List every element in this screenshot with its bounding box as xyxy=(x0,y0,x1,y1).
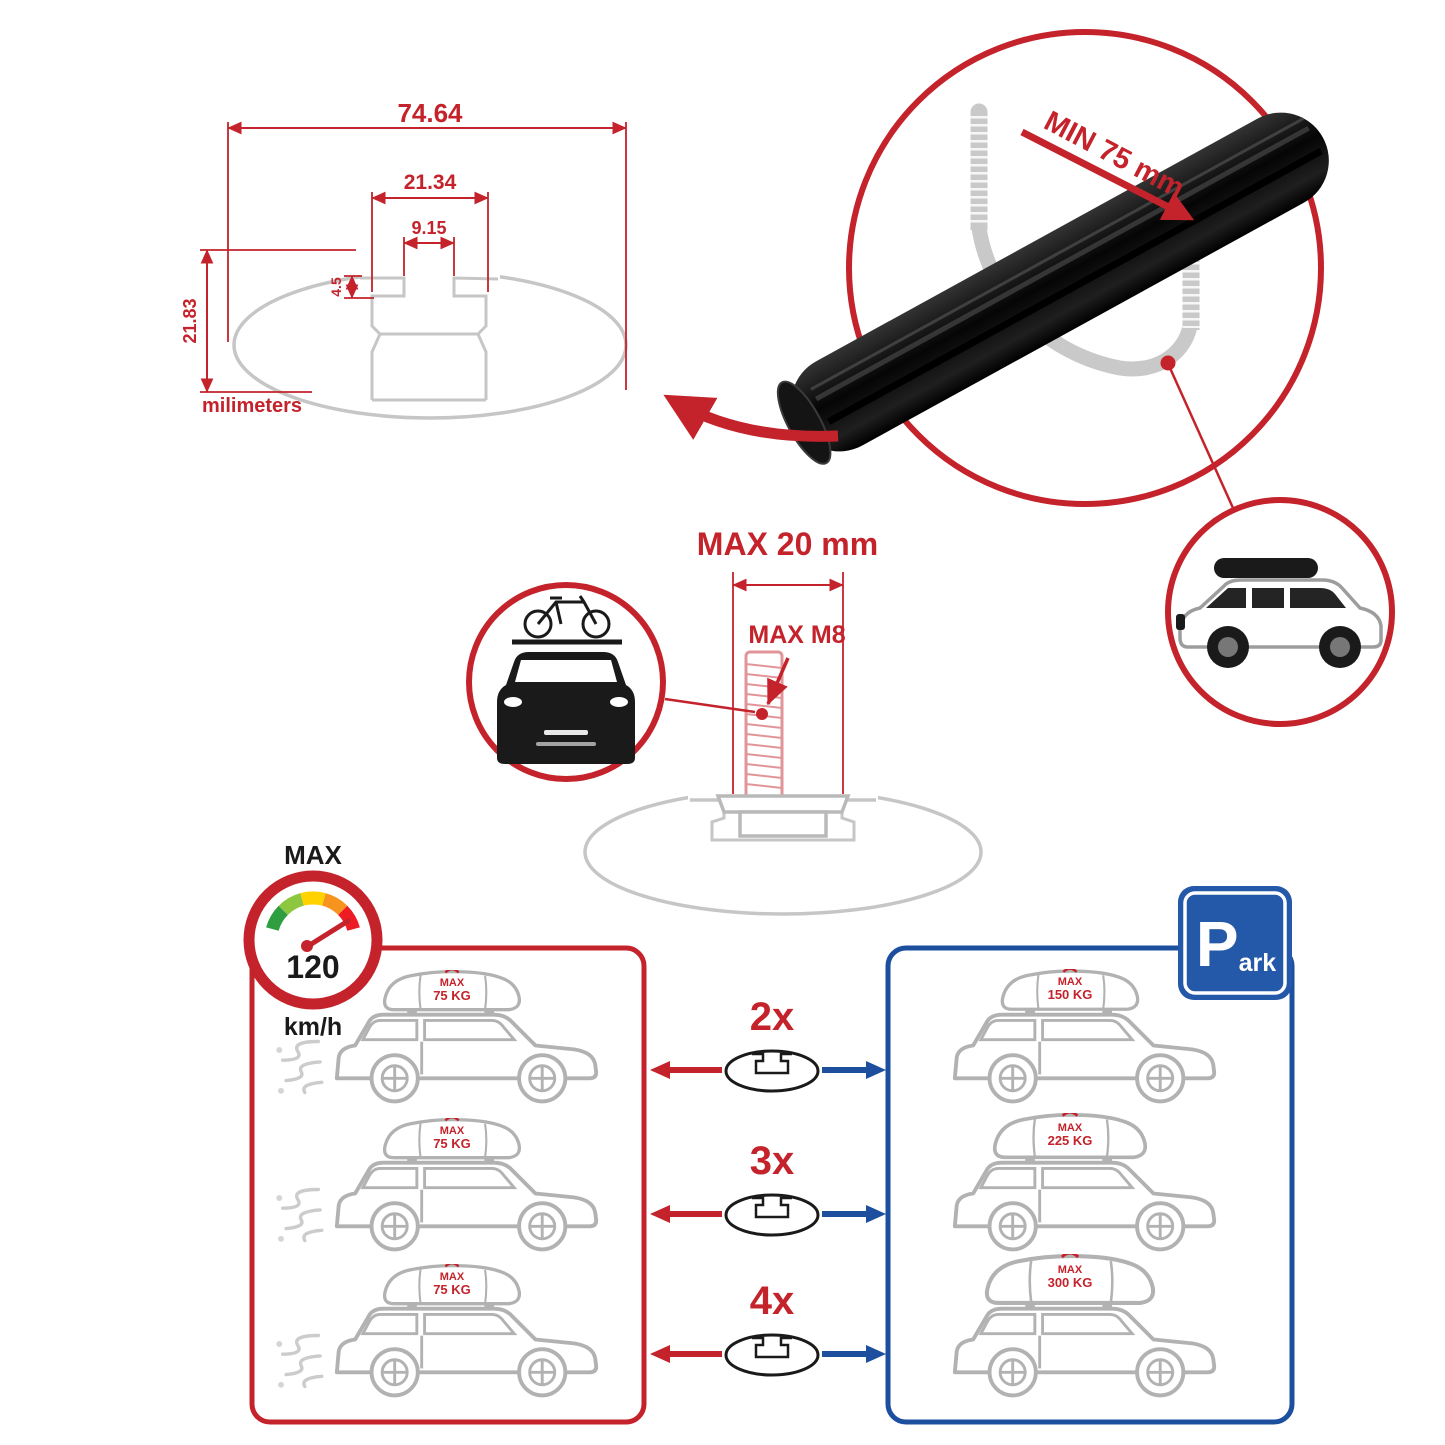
dim-slot-width-label: 9.15 xyxy=(411,218,447,238)
speed-max-label: MAX xyxy=(284,840,342,870)
leader-from-bike-circle xyxy=(664,697,756,714)
arrow-to-profile xyxy=(663,394,839,442)
dim-total-width-label: 74.64 xyxy=(397,98,463,128)
clamp-point-dot xyxy=(1160,355,1176,371)
t-nut-icon xyxy=(715,794,851,838)
load-badge-moving-3: MAX 75 KG xyxy=(433,1271,471,1298)
dim-unit-label: milimeters xyxy=(202,395,303,417)
load-badge-parked-3: MAX 300 KG xyxy=(1047,1264,1093,1291)
bar-profile-icon xyxy=(724,1193,820,1237)
load-badge-parked-2: MAX 225 KG xyxy=(1047,1122,1093,1149)
multiplier-column xyxy=(650,1049,886,1377)
dim-channel-width-label: 21.34 xyxy=(403,171,457,194)
bolt-dimension-lines xyxy=(732,572,844,794)
bike-icon xyxy=(523,595,611,639)
load-badge-parked-1: MAX 150 KG xyxy=(1047,976,1093,1003)
bolt-point-dot xyxy=(756,708,768,720)
speedometer-icon xyxy=(243,870,383,1010)
dim-step-depth-label: 4.5 xyxy=(328,277,344,297)
right-arrow-icon xyxy=(866,1345,886,1363)
park-rest: ark xyxy=(1238,949,1277,977)
park-letter: P xyxy=(1195,908,1239,980)
profile-dimension-diagram xyxy=(200,121,628,420)
bolt-icon xyxy=(744,650,784,800)
dim-total-height-label: 21.83 xyxy=(180,298,200,344)
park-sign xyxy=(1178,886,1292,1000)
min-clearance-arrow xyxy=(1020,128,1195,221)
dimension-lines xyxy=(200,121,627,393)
multiplier-4x-label: 4x xyxy=(749,1279,795,1323)
speed-value-label: 120 xyxy=(286,949,340,985)
left-arrow-icon xyxy=(650,1061,670,1079)
multiplier-2x-label: 2x xyxy=(749,995,795,1039)
bar-profile-icon xyxy=(724,1333,820,1377)
suv-roofbox-circle xyxy=(1165,497,1395,727)
bike-rack-circle xyxy=(466,582,666,782)
crossbar-detail xyxy=(663,29,1329,509)
leader-to-suv xyxy=(1168,367,1235,509)
max-thread-label: MAX M8 xyxy=(748,621,846,649)
bar-profile-icon xyxy=(724,1049,820,1093)
bolt-diagram xyxy=(583,572,983,916)
multiplier-3x-label: 3x xyxy=(749,1139,795,1183)
right-arrow-icon xyxy=(866,1205,886,1223)
left-arrow-icon xyxy=(650,1345,670,1363)
speed-unit-label: km/h xyxy=(283,1013,343,1041)
car-front-icon xyxy=(497,652,635,764)
load-badge-moving-2: MAX 75 KG xyxy=(433,1125,471,1152)
suv-roofbox-icon xyxy=(1176,558,1383,668)
crossbar-icon xyxy=(776,112,1329,465)
left-arrow-icon xyxy=(650,1205,670,1223)
max-length-label: MAX 20 mm xyxy=(696,526,879,562)
load-badge-moving-1: MAX 75 KG xyxy=(433,977,471,1004)
right-arrow-icon xyxy=(866,1061,886,1079)
